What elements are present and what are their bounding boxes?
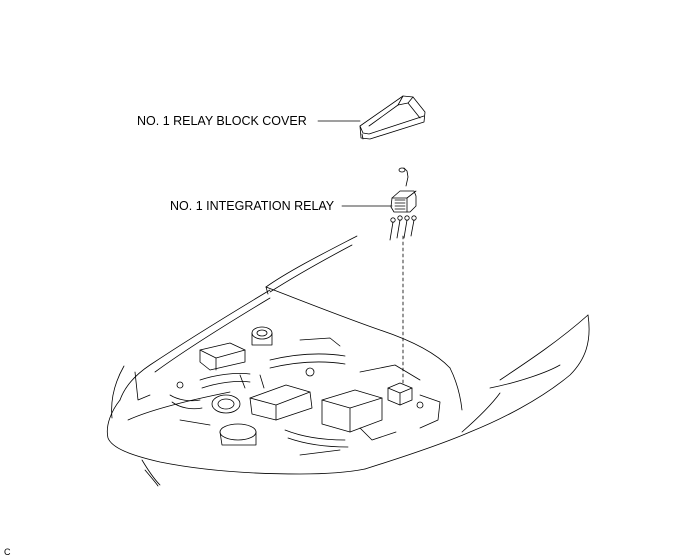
figure-code: C bbox=[4, 547, 11, 557]
clip-part bbox=[398, 167, 409, 187]
relay-block-cover-label: NO. 1 RELAY BLOCK COVER bbox=[137, 114, 307, 128]
bolt-set bbox=[389, 215, 417, 241]
integration-relay-label: NO. 1 INTEGRATION RELAY bbox=[170, 199, 335, 213]
engine-components bbox=[169, 326, 441, 456]
integration-relay-part bbox=[390, 190, 417, 213]
vehicle-body bbox=[106, 235, 590, 487]
relay-block-cover-part bbox=[359, 95, 426, 140]
